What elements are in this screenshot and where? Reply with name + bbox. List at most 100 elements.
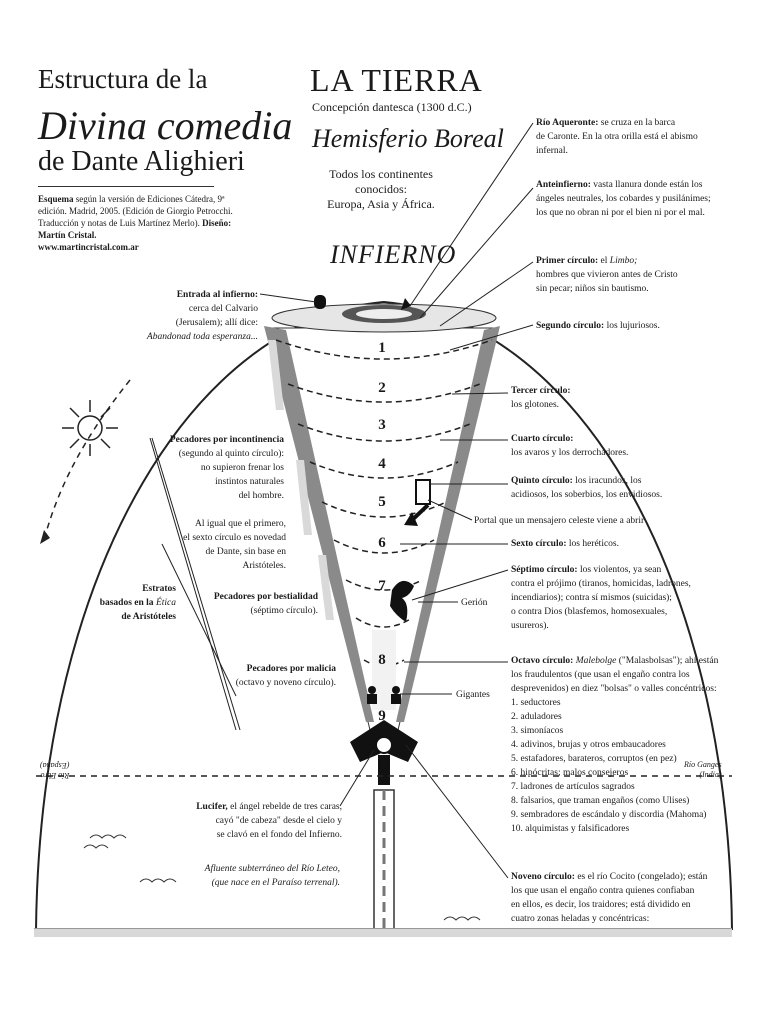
- entrance-gate-icon: [314, 295, 326, 309]
- website-link[interactable]: www.martincristal.com.ar: [38, 242, 139, 252]
- earth-outline: [35, 300, 733, 931]
- c6-l1: los heréticos.: [568, 539, 620, 549]
- hemisphere-title: Hemisferio Boreal: [312, 124, 504, 153]
- strata-l3: de Aristóteles: [121, 612, 176, 622]
- sixth-circle-note: Al igual que el primero, el sexto círcul…: [160, 517, 286, 573]
- lucifer-l3: se clavó en el fondo del Infierno.: [216, 830, 342, 840]
- incontinence-l4: del hombre.: [238, 491, 284, 501]
- entrance-l1: cerca del Calvario: [188, 304, 258, 314]
- c8-l1: ("Malasbolsas"); ahí están: [618, 656, 719, 666]
- c5-l1: los iracundos, los: [575, 476, 642, 486]
- c9-l4: cuatro zonas heladas y concéntricas:: [511, 914, 650, 924]
- sixth-l1: Al igual que el primero,: [194, 519, 286, 529]
- river-right-label: Río Ganges (India): [684, 760, 722, 780]
- list-item: 5. estafadores, barateros, corruptos (en…: [511, 754, 677, 764]
- c1-title: Primer círculo:: [536, 256, 599, 266]
- earth-title: LA TIERRA: [310, 62, 483, 98]
- lucifer-note: Lucifer, el ángel rebelde de tres caras,…: [172, 800, 342, 842]
- circle-5-note: Quinto círculo: los iracundos, los acidi…: [511, 474, 711, 502]
- bestiality-l1: (séptimo círculo).: [250, 606, 318, 616]
- c3-title: Tercer círculo:: [511, 386, 571, 396]
- river-left-l1: Río Ebro: [40, 771, 70, 780]
- c4-title: Cuarto círculo:: [511, 434, 574, 444]
- geryon-label: Gerión: [461, 598, 488, 608]
- continents-note: Todos los continentes conocidos: Europa,…: [306, 167, 456, 212]
- circle-number-2: 2: [378, 380, 386, 396]
- c7-l4: o contra Dios (blasfemos, homosexuales,: [511, 607, 668, 617]
- sun-icon: [62, 400, 118, 456]
- c6-title: Sexto círculo:: [511, 539, 567, 549]
- c8-l2: los fraudulentos (que usan el engaño con…: [511, 670, 690, 680]
- river-right-l2: (India): [699, 770, 722, 779]
- c8-l3: desprevenidos) en diez "bolsas" o valles…: [511, 684, 717, 694]
- circle-9-note: Noveno círculo: es el río Cocito (congel…: [511, 870, 726, 926]
- c7-l1: los violentos, ya sean: [579, 565, 662, 575]
- river-left-l2: (España): [40, 761, 70, 770]
- circle-7-note: Séptimo círculo: los violentos, ya sean …: [511, 563, 726, 633]
- portal-icon: [404, 479, 431, 526]
- antehell-l2: ángeles neutrales, los cobardes y pusilá…: [536, 194, 711, 204]
- malice-note: Pecadores por malicia (octavo y noveno c…: [196, 662, 336, 690]
- lucifer-title: Lucifer,: [196, 802, 228, 812]
- credits-label: Esquema: [38, 194, 74, 204]
- c9-l2: los que usan el engaño contra quienes co…: [511, 886, 695, 896]
- c5-title: Quinto círculo:: [511, 476, 573, 486]
- c8-malebolge: Malebolge: [575, 656, 617, 666]
- strata-ethics: Ética: [155, 598, 176, 608]
- portal-note: Portal que un mensajero celeste viene a …: [474, 516, 645, 526]
- circle-3-note: Tercer círculo: los glotones.: [511, 384, 661, 412]
- antehell-l3: los que no obran ni por el bien ni por e…: [536, 208, 705, 218]
- list-item: 9. sembradores de escándalo y discordia …: [511, 810, 707, 820]
- funnel-right-wall: [396, 326, 500, 722]
- circle-6-note: Sexto círculo: los heréticos.: [511, 537, 691, 551]
- acheron-l3: infernal.: [536, 146, 568, 156]
- c2-l1: los lujuriosos.: [606, 321, 660, 331]
- incontinence-title: Pecadores por incontinencia: [169, 435, 284, 445]
- circle-number-3: 3: [378, 417, 386, 433]
- strata-note: Estratos basados en la Ética de Aristóte…: [76, 582, 176, 624]
- lucifer-figure: [350, 720, 418, 785]
- circle-number-8: 8: [378, 652, 386, 668]
- earth-subtitle: Concepción dantesca (1300 d.C.): [312, 100, 472, 114]
- bestiality-note: Pecadores por bestialidad (séptimo círcu…: [176, 590, 318, 618]
- circle-1-note: Primer círculo: el Limbo; hombres que vi…: [536, 254, 726, 296]
- acheron-l2: de Caronte. En la otra orilla está el ab…: [536, 132, 698, 142]
- malice-l1: (octavo y noveno círculo).: [235, 678, 336, 688]
- circle-number-6: 6: [378, 535, 386, 551]
- continents-line-2: Europa, Asia y África.: [327, 197, 435, 211]
- giants-label: Gigantes: [456, 690, 490, 700]
- c8-title: Octavo círculo:: [511, 656, 574, 666]
- malice-title: Pecadores por malicia: [246, 664, 336, 674]
- list-item: 4. adivinos, brujas y otros embaucadores: [511, 740, 666, 750]
- circle-2-note: Segundo círculo: los lujuriosos.: [536, 319, 726, 333]
- list-item: 7. ladrones de artículos sagrados: [511, 782, 635, 792]
- c1-l0: el: [600, 256, 608, 266]
- funnel-left-wall: [264, 326, 374, 722]
- entrance-note: Entrada al infierno: cerca del Calvario …: [130, 288, 258, 344]
- title-line-3: de Dante Alighieri: [38, 146, 245, 177]
- title-divider: [38, 186, 214, 187]
- list-item: 2. aduladores: [511, 712, 562, 722]
- design-label: Diseño: Martín Cristal.: [38, 218, 232, 240]
- continents-line-1: Todos los continentes conocidos:: [329, 167, 433, 196]
- title-line-2: Divina comedia: [38, 103, 293, 148]
- c5-l2: acidiosos, los soberbios, los envidiosos…: [511, 490, 663, 500]
- lete-l1: Afluente subterráneo del Río Leteo,: [204, 864, 340, 874]
- antehell-l1: vasta llanura donde están los: [593, 180, 703, 190]
- circle-4-note: Cuarto círculo: los avaros y los derroch…: [511, 432, 681, 460]
- sun-path-arrow: [43, 379, 131, 541]
- bottom-scrollbar[interactable]: [34, 928, 732, 937]
- circle-number-1: 1: [378, 340, 386, 356]
- river-left-label: Río Ebro (España): [40, 760, 69, 780]
- strata-bracket: [149, 437, 237, 731]
- c1-limbo: Limbo;: [609, 256, 638, 266]
- birds-icon: [83, 834, 481, 921]
- c2-title: Segundo círculo:: [536, 321, 605, 331]
- sixth-l4: Aristóteles.: [242, 561, 286, 571]
- antehell-title: Anteinfierno:: [536, 180, 591, 190]
- strata-l2: basados en la: [99, 598, 154, 608]
- inferno-title: INFIERNO: [330, 240, 457, 269]
- circle-number-5: 5: [378, 494, 386, 510]
- c7-l5: usureros).: [511, 621, 549, 631]
